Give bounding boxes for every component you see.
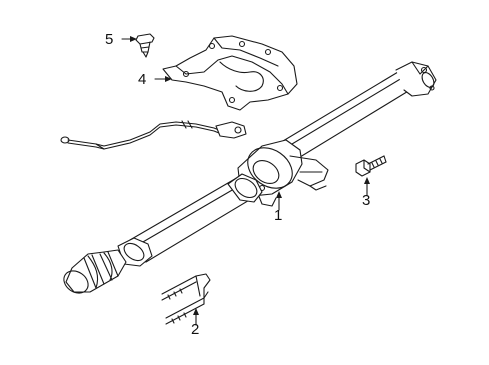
cable-rod bbox=[60, 120, 247, 150]
callout-5: 5 bbox=[105, 31, 114, 48]
heat-shield-bracket bbox=[162, 35, 298, 111]
callout-3: 3 bbox=[362, 192, 371, 209]
lower-column-tube bbox=[117, 173, 263, 267]
u-bolt-clamp bbox=[161, 273, 211, 325]
bolt bbox=[355, 155, 387, 177]
clip-fastener bbox=[135, 33, 155, 58]
callout-2: 2 bbox=[191, 321, 200, 338]
callout-1: 1 bbox=[274, 207, 283, 224]
rubber-boot bbox=[63, 249, 127, 294]
callout-4: 4 bbox=[138, 71, 147, 88]
